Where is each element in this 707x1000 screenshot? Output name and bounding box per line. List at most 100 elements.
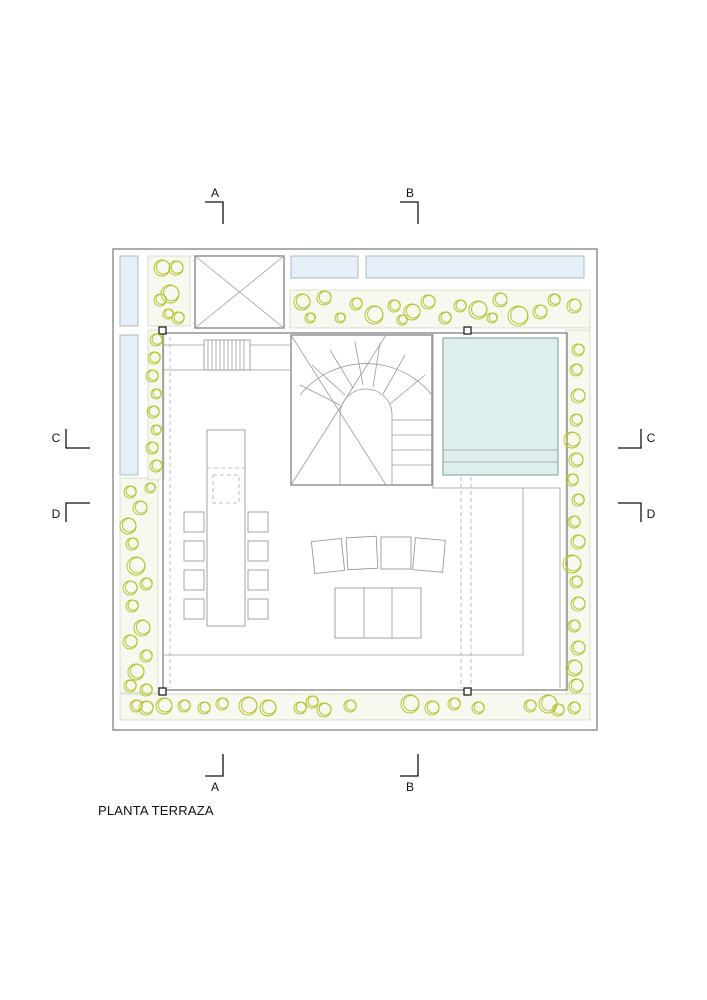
shrub-icon: [318, 702, 332, 716]
shrub-icon: [405, 303, 421, 319]
shrub-icon: [345, 699, 357, 711]
shrub-icon: [318, 290, 332, 304]
section-label-c-right: C: [647, 431, 656, 445]
shrub-icon: [367, 306, 384, 323]
shrub-icon: [336, 312, 346, 322]
section-label-b-bottom: B: [406, 780, 414, 794]
shrub-icon: [567, 659, 583, 675]
skylight-top-long: [365, 255, 585, 279]
pool: [442, 337, 559, 476]
shrub-icon: [151, 459, 163, 471]
kitchen-counter: [203, 339, 251, 371]
section-marker-c-right: [618, 429, 642, 449]
shrub-icon: [571, 413, 583, 425]
shrub-icon: [471, 301, 488, 318]
stair-core: [290, 334, 433, 486]
shrub-icon: [449, 697, 461, 709]
shrub-icon: [147, 369, 159, 381]
shrub-icon: [307, 695, 319, 707]
shrub-icon: [148, 405, 160, 417]
skylights: [119, 255, 585, 476]
shrub-icon: [164, 308, 174, 318]
shrub-icon: [455, 299, 467, 311]
skylight-left: [119, 334, 139, 476]
shrub-icon: [129, 557, 146, 574]
shrub-icon: [488, 312, 498, 322]
shrub-icon: [389, 299, 401, 311]
shrub-icon: [572, 534, 586, 548]
shrub-icon: [569, 701, 581, 713]
shrub-icon: [241, 697, 258, 714]
dining-chairs: [183, 511, 269, 620]
section-label-d-right: D: [647, 507, 656, 521]
terrace-outline: [112, 248, 598, 731]
section-label-a-top: A: [211, 186, 219, 200]
shrub-icon: [571, 363, 583, 375]
shrub-icon: [152, 424, 162, 434]
shrub-icon: [473, 701, 485, 713]
section-marker-d-left: [65, 502, 90, 522]
shrub-icon: [149, 351, 161, 363]
shrub-icon: [129, 663, 145, 679]
shrub-icon: [570, 452, 584, 466]
columns: [158, 326, 472, 696]
dining-table: [206, 429, 246, 627]
shrub-icon: [170, 260, 184, 274]
shrub-icon: [565, 555, 582, 572]
shrub-icon: [573, 493, 585, 505]
skylight-left-top: [119, 255, 139, 327]
section-marker-a-bottom: [205, 754, 224, 777]
planter-right: [565, 329, 591, 696]
shrub-icon: [157, 697, 173, 713]
shrub-icon: [155, 259, 171, 275]
shrub-icon: [525, 699, 537, 711]
shrub-icon: [217, 697, 229, 709]
section-label-c-left: C: [52, 431, 61, 445]
shrub-icon: [124, 634, 138, 648]
shrub-icon: [152, 388, 162, 398]
planter-beds: [119, 255, 591, 721]
void-shaft: [194, 255, 285, 329]
shrub-icon: [173, 311, 185, 323]
shrubs-layer: [119, 259, 586, 718]
shrub-icon: [426, 700, 440, 714]
lounge-chairs: [310, 535, 446, 574]
shrub-icon: [127, 599, 139, 611]
shrub-icon: [549, 293, 561, 305]
shrub-icon: [295, 293, 311, 309]
shrub-icon: [572, 640, 586, 654]
shrub-icon: [141, 649, 153, 661]
shrub-icon: [141, 577, 153, 589]
shrub-icon: [134, 500, 148, 514]
shrub-icon: [127, 537, 139, 549]
shrub-icon: [571, 575, 583, 587]
section-label-b-top: B: [406, 186, 414, 200]
shrub-icon: [573, 343, 585, 355]
shrub-icon: [306, 312, 316, 322]
shrub-icon: [567, 473, 579, 485]
shrub-icon: [121, 517, 137, 533]
shrub-icon: [510, 306, 529, 325]
shrub-icon: [146, 482, 156, 492]
shrub-icon: [541, 695, 558, 712]
shrub-icon: [351, 297, 363, 309]
section-marker-b-bottom: [400, 754, 419, 777]
shrub-icon: [440, 311, 452, 323]
section-label-d-left: D: [52, 507, 61, 521]
section-markers: A B A B C C D D: [52, 186, 656, 794]
section-marker-b-top: [400, 201, 419, 224]
shrub-icon: [570, 678, 584, 692]
shrub-icon: [494, 292, 508, 306]
shrub-icon: [125, 485, 137, 497]
shrub-icon: [199, 701, 211, 713]
shrub-icon: [398, 314, 408, 324]
shrub-icon: [569, 515, 581, 527]
shrub-icon: [179, 699, 191, 711]
section-label-a-bottom: A: [211, 780, 219, 794]
skylight-top-small: [290, 255, 359, 279]
shrub-icon: [572, 596, 586, 610]
roof-deck-outline: [162, 332, 568, 691]
shrub-icon: [534, 304, 548, 318]
shrub-icon: [163, 285, 180, 302]
